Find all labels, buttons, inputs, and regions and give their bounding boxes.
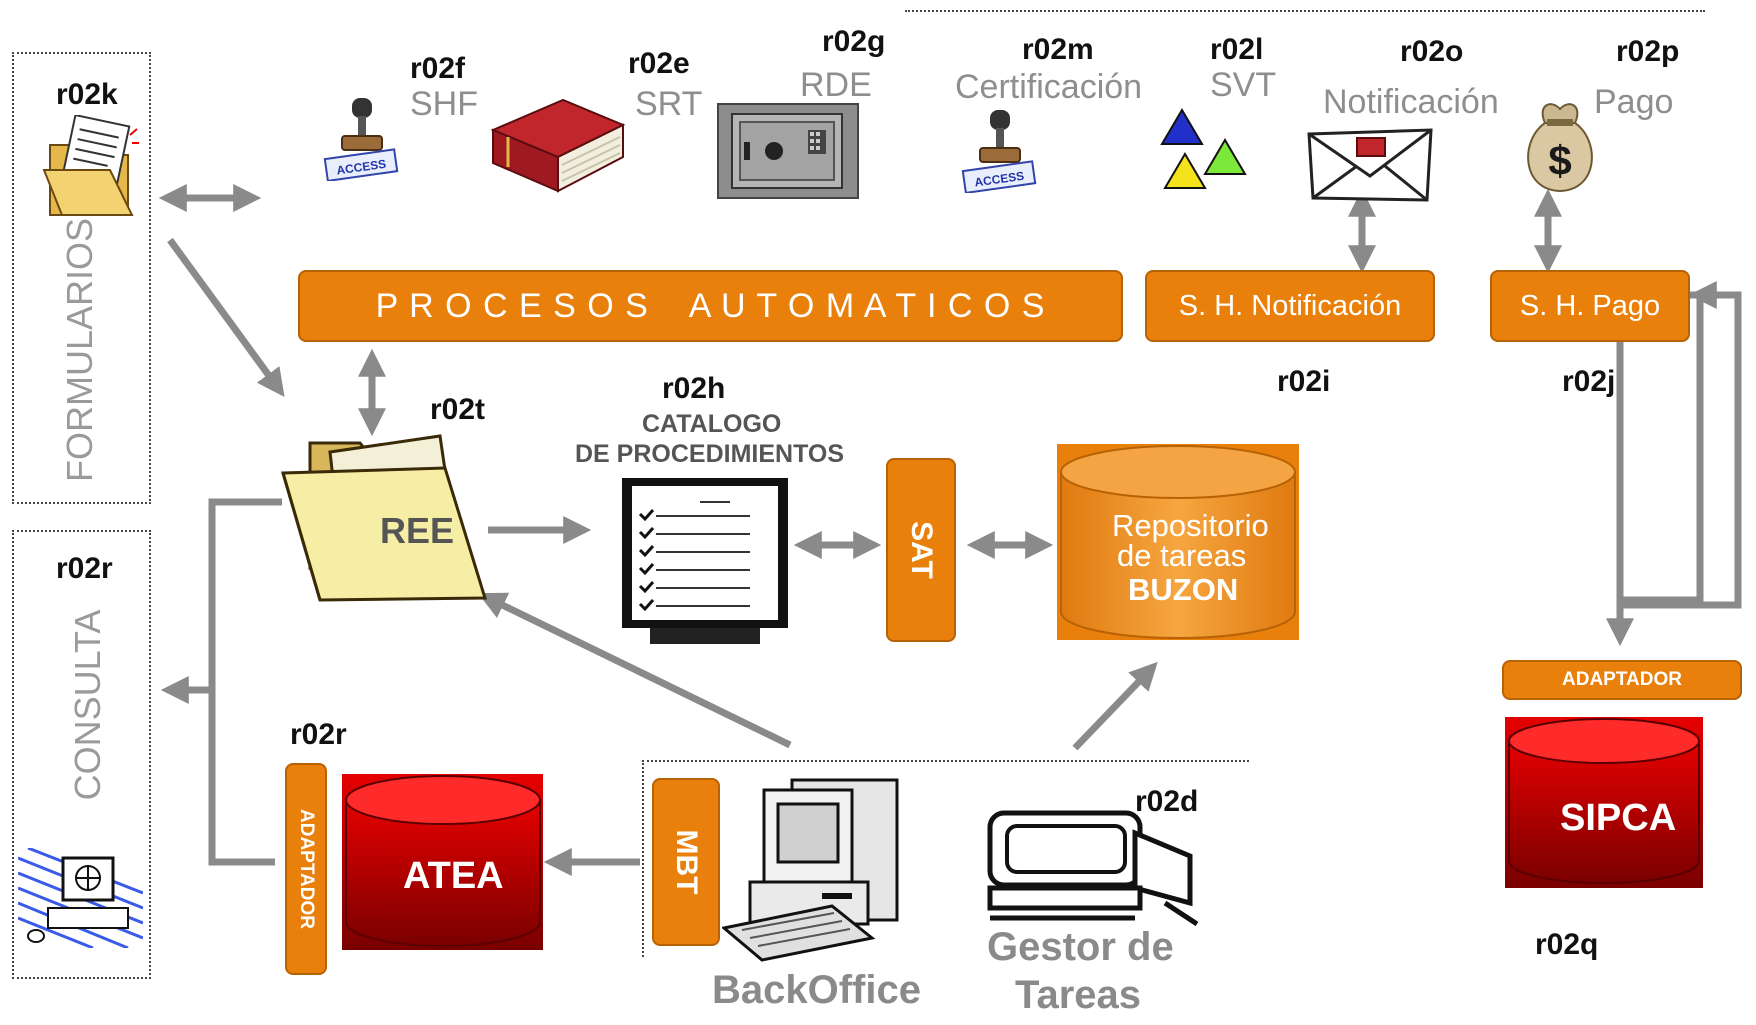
code-r02l: r02l (1210, 33, 1264, 66)
mbt-label: MBT (670, 829, 703, 895)
sh-pago-bar: S. H. Pago (1490, 270, 1690, 342)
formularios-frame (12, 52, 151, 504)
procesos-automaticos-label: P R O C E S O S A U T O M A T I C O S (375, 286, 1046, 325)
adaptador-right-bar: ADAPTADOR (1502, 660, 1742, 700)
atea-label: ATEA (403, 855, 504, 897)
code-r02r-atea: r02r (290, 718, 347, 751)
sipca-label: SIPCA (1560, 797, 1677, 839)
ree-label: REE (380, 510, 455, 551)
code-r02m: r02m (1022, 33, 1094, 66)
atea-cylinder (342, 774, 543, 950)
dumb-terminal-icon (987, 810, 1199, 926)
red-book-icon (490, 98, 626, 193)
top-dotted-line (905, 10, 1705, 12)
mbt-bar: MBT (652, 778, 720, 946)
code-r02g: r02g (822, 25, 886, 58)
rubber-stamp-icon: ACCESS (323, 98, 399, 181)
sat-bar: SAT (886, 458, 956, 642)
label-notificacion: Notificación (1323, 83, 1499, 121)
sh-notificacion-label: S. H. Notificación (1178, 289, 1402, 322)
gestor-label-2: Tareas (1015, 973, 1142, 1017)
triangles-icon (1160, 108, 1247, 189)
adaptador-right-label: ADAPTADOR (1562, 669, 1682, 690)
label-svt: SVT (1210, 66, 1277, 104)
arrow-backoffice-ree (477, 592, 792, 749)
svg-text:ACCESS: ACCESS (974, 169, 1025, 190)
code-r02k: r02k (56, 78, 118, 111)
svg-text:ACCESS: ACCESS (336, 157, 387, 178)
code-r02d: r02d (1135, 785, 1199, 818)
backoffice-dotted-frame (642, 760, 1249, 957)
open-folder-icon (281, 434, 488, 602)
repositorio-line3: BUZON (1128, 572, 1239, 607)
repositorio-cylinder (1057, 444, 1299, 640)
computer-icon (722, 778, 899, 962)
code-r02j: r02j (1562, 365, 1616, 398)
web-terminal-icon (18, 848, 143, 948)
svg-text:$: $ (1548, 137, 1571, 184)
forms-folder-icon (42, 115, 139, 216)
code-r02p: r02p (1616, 35, 1680, 68)
adaptador-left-bar: ADAPTADOR (285, 763, 327, 975)
arrow-ree-consulta (208, 498, 282, 866)
procesos-automaticos-bar: P R O C E S O S A U T O M A T I C O S (298, 270, 1123, 342)
code-r02t: r02t (430, 393, 486, 426)
catalogo-title-2: DE PROCEDIMIENTOS (575, 440, 845, 468)
label-rde: RDE (800, 66, 872, 104)
arrow-formularios-ree (167, 237, 285, 398)
adaptador-left-label: ADAPTADOR (296, 809, 317, 929)
code-r02o: r02o (1400, 35, 1464, 68)
backoffice-label: BackOffice (712, 968, 921, 1012)
label-shf: SHF (410, 85, 478, 123)
code-r02r-consulta: r02r (56, 552, 113, 585)
gestor-label-1: Gestor de (987, 925, 1174, 969)
rubber-stamp-icon: ACCESS (961, 110, 1037, 193)
label-certificacion: Certificación (955, 68, 1143, 106)
code-r02f: r02f (410, 52, 466, 85)
sipca-cylinder (1505, 717, 1703, 888)
money-bag-icon: $ (1527, 103, 1593, 193)
consulta-frame (12, 530, 151, 979)
sh-pago-label: S. H. Pago (1519, 289, 1661, 322)
envelope-icon (1307, 128, 1433, 202)
label-pago: Pago (1594, 83, 1674, 121)
code-r02i: r02i (1277, 365, 1331, 398)
sh-notificacion-bar: S. H. Notificación (1145, 270, 1435, 342)
arrow-sipca-shpago (1616, 291, 1704, 638)
consulta-label: CONSULTA (67, 609, 108, 801)
sat-label: SAT (905, 521, 938, 579)
repositorio-line1: Repositorio (1112, 508, 1269, 543)
label-srt: SRT (635, 85, 703, 123)
code-r02h: r02h (662, 372, 726, 405)
code-r02e: r02e (628, 47, 690, 80)
code-r02q: r02q (1535, 928, 1599, 961)
formularios-label: FORMULARIOS (59, 217, 100, 483)
arrow-gestor-repositorio (1072, 661, 1158, 751)
checklist-monitor-icon (622, 478, 788, 644)
safe-icon (717, 103, 859, 199)
repositorio-line2: de tareas (1117, 538, 1247, 573)
catalogo-title-1: CATALOGO (642, 410, 782, 438)
